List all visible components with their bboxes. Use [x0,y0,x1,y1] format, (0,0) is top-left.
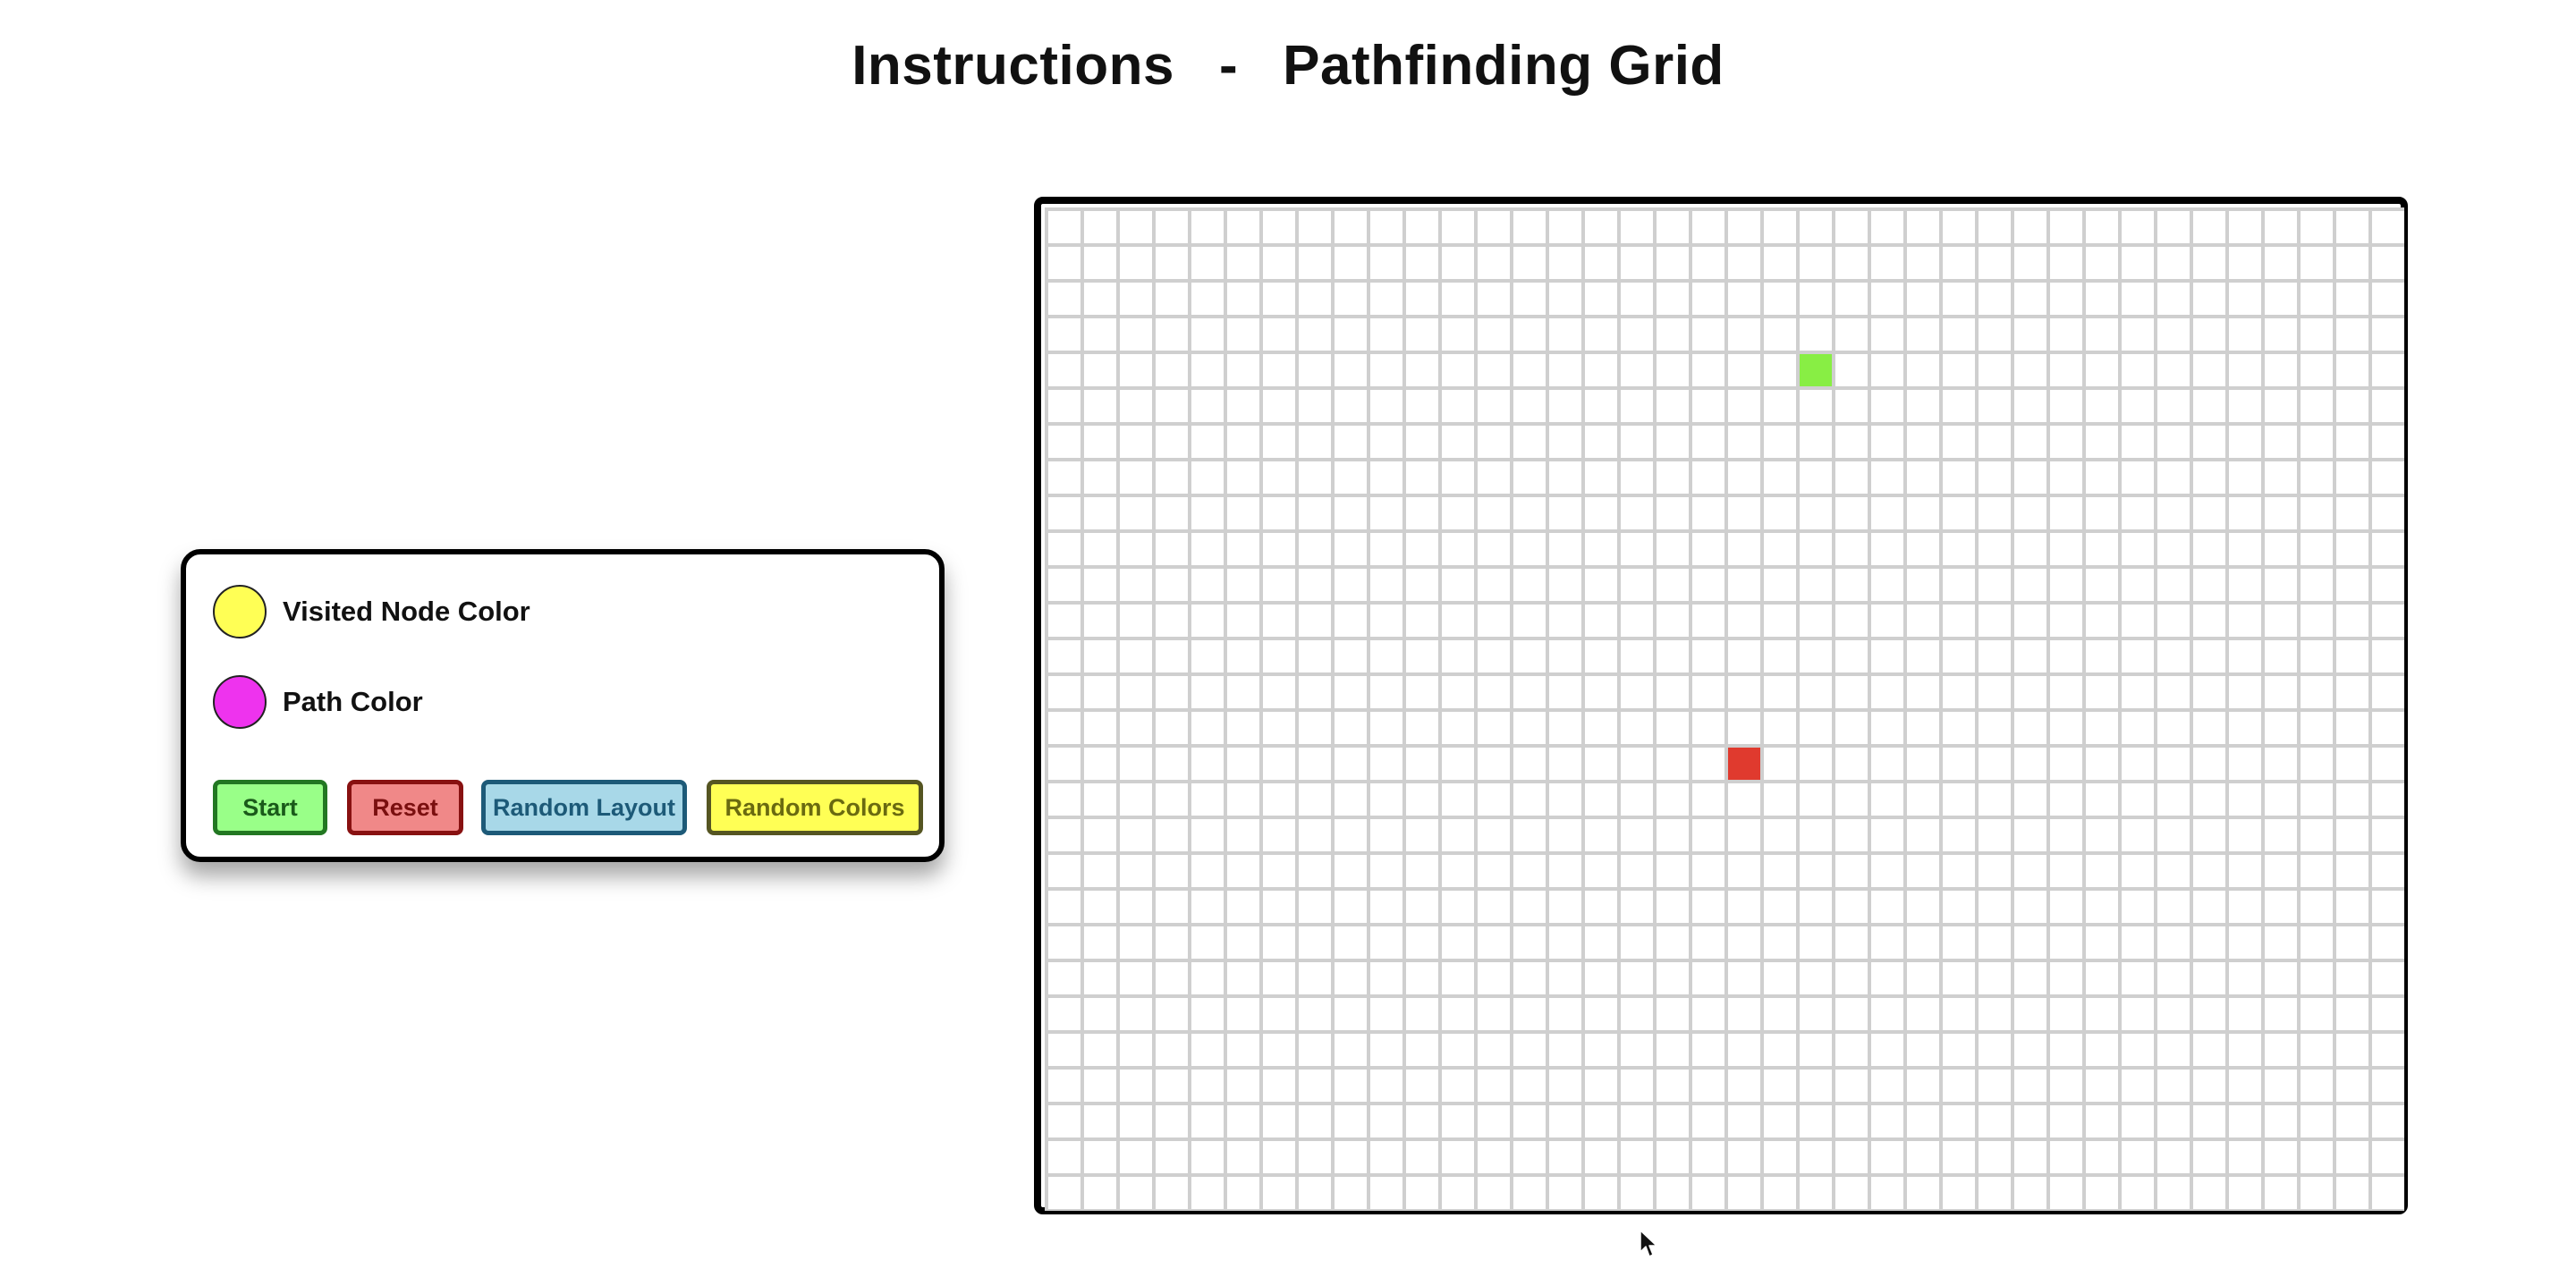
title-separator: - [1219,35,1239,97]
path-color-label: Path Color [283,686,423,717]
title-instructions: Instructions [852,35,1175,97]
pathfinding-grid[interactable] [1045,207,2404,1211]
path-color-swatch[interactable] [213,675,267,729]
end-node[interactable] [1728,748,1760,780]
legend-visited-node: Visited Node Color [213,583,530,640]
visited-node-color-label: Visited Node Color [283,596,530,627]
random-colors-button[interactable]: Random Colors [707,780,923,835]
pathfinding-grid-frame [1034,197,2408,1214]
title-pathfinding-grid: Pathfinding Grid [1283,35,1724,97]
mouse-cursor-icon [1640,1230,1657,1257]
legend-path: Path Color [213,673,423,731]
start-button[interactable]: Start [213,780,327,835]
random-layout-button[interactable]: Random Layout [481,780,687,835]
instructions-panel: Visited Node Color Path Color Start Rese… [181,549,945,862]
start-node[interactable] [1800,354,1832,386]
visited-node-color-swatch[interactable] [213,585,267,638]
reset-button[interactable]: Reset [347,780,463,835]
page-title: Instructions-Pathfinding Grid [0,34,2576,97]
